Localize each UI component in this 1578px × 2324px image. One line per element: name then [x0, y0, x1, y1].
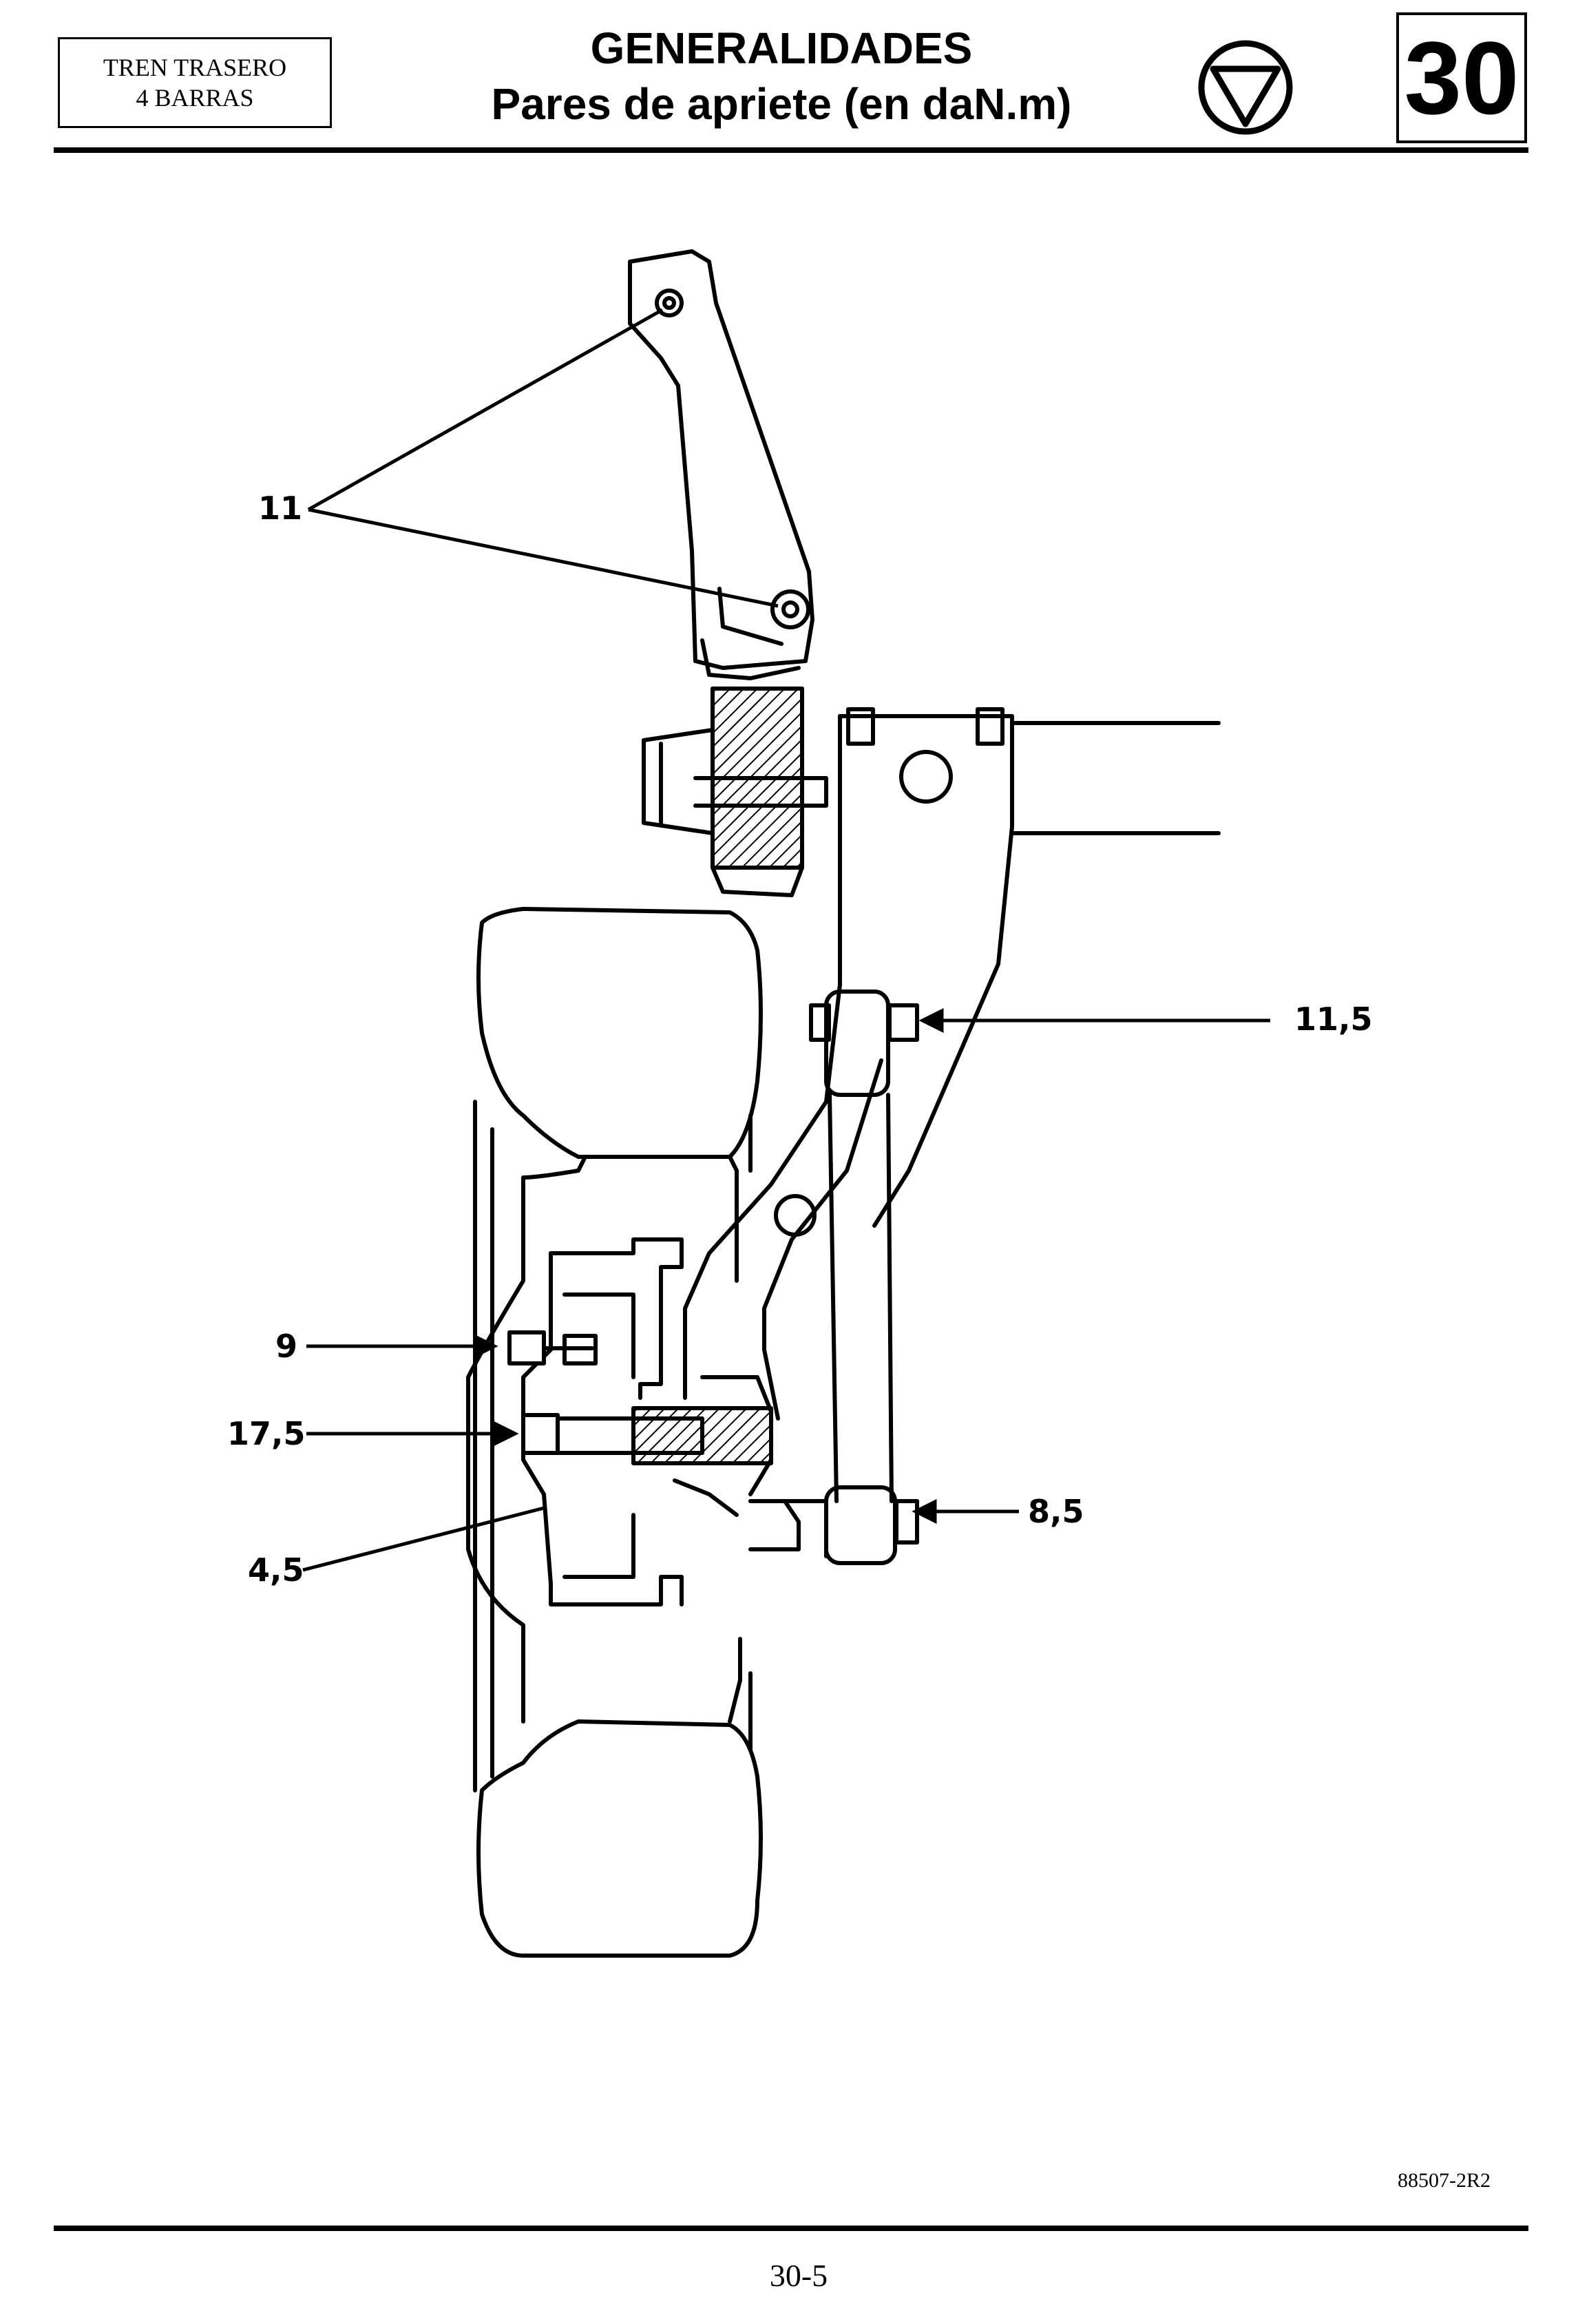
- section-label-line2: 4 BARRAS: [136, 84, 254, 112]
- section-label-line1: TREN TRASERO: [103, 54, 287, 81]
- lower-arm: [683, 983, 883, 1421]
- arrow-9: [473, 1333, 498, 1359]
- arrow-17-5: [494, 1421, 519, 1447]
- arrow-8-5: [912, 1498, 937, 1525]
- callout-4-5: 4,5: [248, 1551, 304, 1589]
- rubber-bushing: [642, 687, 828, 897]
- callout-9: 9: [275, 1328, 298, 1365]
- leader-line-11-upper: [307, 308, 664, 512]
- page-number: 30-5: [769, 2258, 828, 2293]
- page-subtitle: Pares de apriete (en daN.m): [491, 79, 1072, 129]
- upper-mount-bracket: [628, 249, 814, 680]
- upper-arm: [838, 707, 1221, 1228]
- leader-line-11-lower: [308, 507, 779, 608]
- page-title: GENERALIDADES: [590, 23, 973, 73]
- hub-drum: [507, 1237, 828, 1606]
- leader-line-4-5: [302, 1506, 545, 1572]
- footer-divider: [54, 2226, 1528, 2231]
- header-divider: [54, 147, 1528, 153]
- callout-11-5: 11,5: [1294, 1001, 1373, 1038]
- chapter-number-box: 30: [1396, 12, 1527, 143]
- triangle-in-circle-icon: [1198, 40, 1293, 135]
- figure-reference-code: 88507-2R2: [1398, 2169, 1491, 2192]
- arrow-11-5: [918, 1007, 944, 1034]
- section-label-box: TREN TRASERO 4 BARRAS: [58, 37, 332, 128]
- chapter-number: 30: [1404, 20, 1519, 136]
- callout-8-5: 8,5: [1028, 1493, 1084, 1530]
- callout-17-5: 17,5: [227, 1415, 306, 1452]
- vertical-link: [809, 990, 919, 1565]
- wheel-tyre: [466, 907, 763, 1958]
- title-block: GENERALIDADES Pares de apriete (en daN.m…: [386, 21, 1177, 132]
- callout-11: 11: [258, 490, 303, 527]
